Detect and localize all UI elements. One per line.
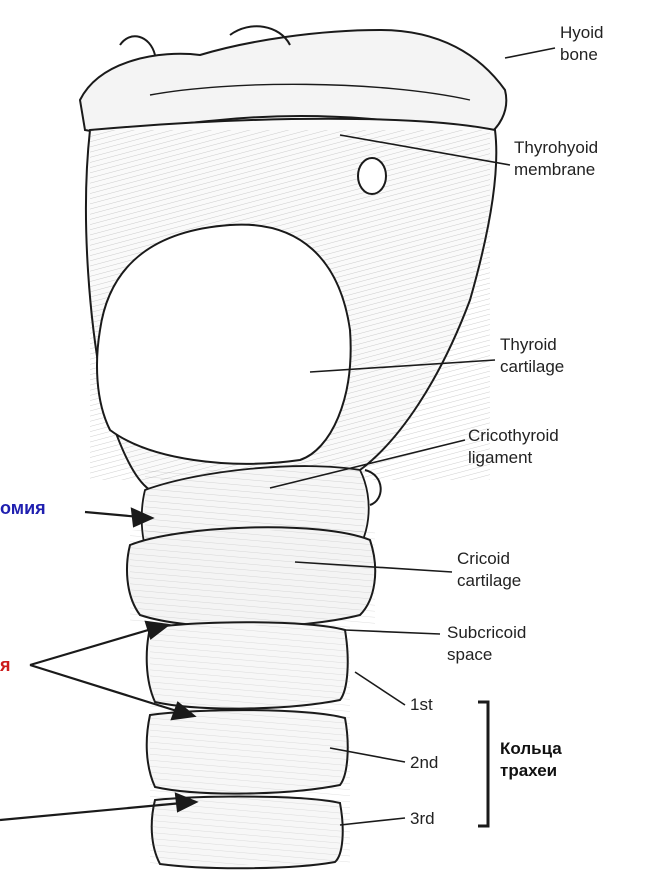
label-ring-2nd: 2nd [410,752,438,774]
label-left-blue: омия [0,498,46,519]
label-ring-3rd: 3rd [410,808,435,830]
label-left-red: я [0,655,11,676]
rings-bracket [478,702,488,826]
label-ring-1st: 1st [410,694,433,716]
